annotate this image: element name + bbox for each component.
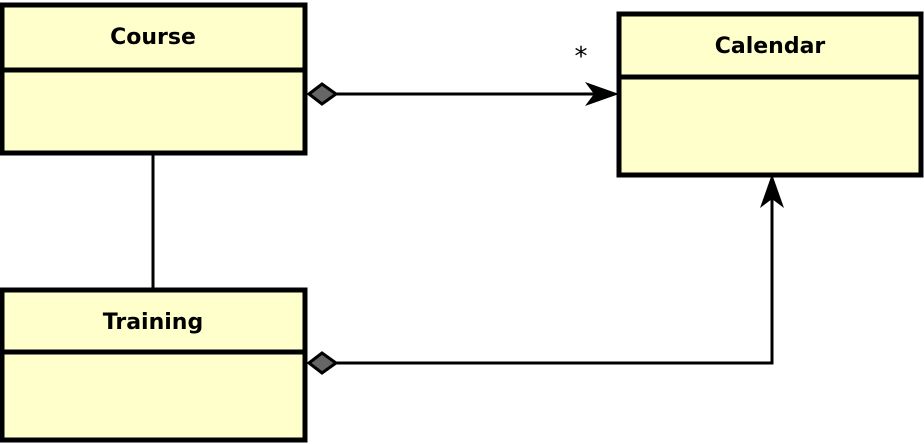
class-box-course-frame: [0, 2, 308, 156]
class-box-training[interactable]: Training: [0, 287, 308, 443]
filled-diamond-icon: [306, 82, 339, 106]
edge-course-calendar[interactable]: [306, 82, 619, 106]
filled-diamond-icon: [306, 351, 339, 375]
edge-training-calendar[interactable]: [306, 174, 784, 375]
open-arrow-icon: [760, 174, 784, 208]
class-box-calendar-frame: [616, 11, 924, 178]
class-box-calendar[interactable]: Calendar: [616, 11, 924, 178]
class-name-training: Training: [103, 310, 203, 335]
class-box-course[interactable]: Course: [0, 2, 308, 156]
open-arrow-icon: [585, 82, 619, 106]
class-name-calendar: Calendar: [715, 34, 826, 59]
class-box-training-frame: [0, 287, 308, 443]
class-name-course: Course: [110, 25, 196, 50]
multiplicity-label-calendar: *: [575, 42, 588, 72]
edge-training-calendar-line: [336, 182, 774, 365]
